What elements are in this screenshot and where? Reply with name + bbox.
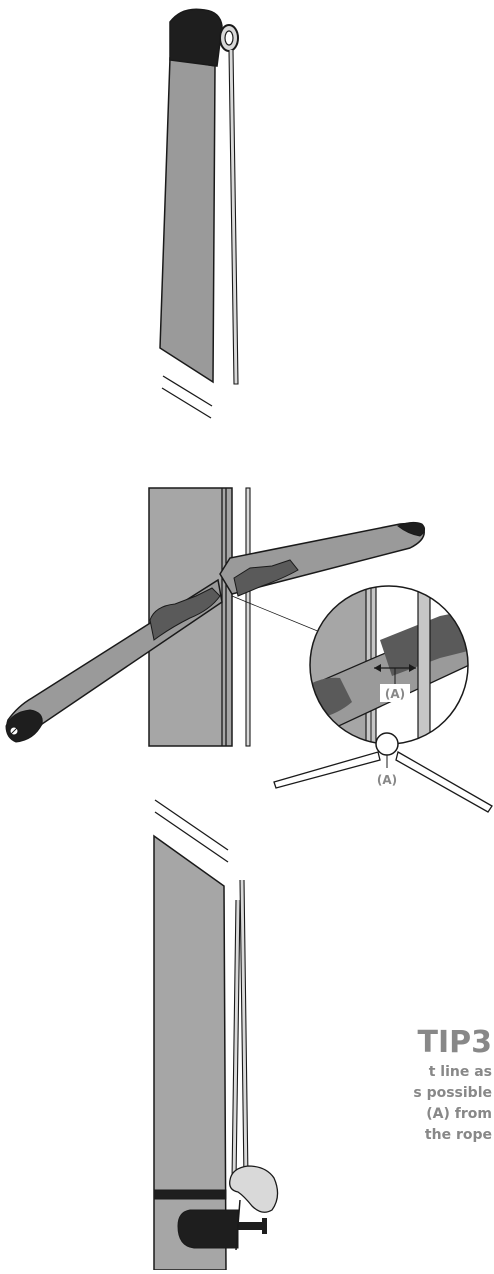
inset-callout-label: (A) bbox=[385, 687, 405, 701]
step3-illustration bbox=[153, 799, 279, 1271]
tip-block: TIP3 t line as s possible (A) from the r… bbox=[413, 1025, 492, 1143]
rope bbox=[228, 49, 239, 385]
batten-pocket bbox=[233, 559, 299, 597]
tip-line: the rope bbox=[425, 1127, 492, 1143]
shape-diagram: (A) bbox=[273, 732, 493, 813]
rope bbox=[231, 899, 241, 1181]
shape-callout-label: (A) bbox=[377, 773, 397, 787]
tip-title: TIP3 bbox=[418, 1025, 493, 1060]
rope bbox=[239, 879, 249, 1181]
motion-mark bbox=[162, 375, 213, 407]
batten-pocket bbox=[149, 587, 221, 641]
motion-mark bbox=[161, 387, 212, 419]
bolt-icon bbox=[238, 1222, 262, 1230]
shape-arm-left bbox=[273, 751, 381, 789]
mast-band bbox=[153, 1189, 227, 1200]
head-cap bbox=[169, 8, 223, 67]
step2-illustration: (A) bbox=[5, 487, 469, 747]
detail-inset: (A) bbox=[309, 585, 469, 745]
shape-center-ring bbox=[375, 732, 399, 756]
spar-end-cap bbox=[397, 521, 426, 537]
tip-line: (A) from bbox=[426, 1106, 492, 1122]
rope bbox=[245, 487, 251, 747]
step1-illustration bbox=[159, 8, 239, 419]
motion-mark bbox=[154, 799, 229, 851]
tip-line: t line as bbox=[429, 1064, 492, 1080]
shape-arm-right bbox=[395, 751, 493, 813]
tip-line: s possible bbox=[413, 1085, 492, 1101]
sail-panel bbox=[159, 57, 216, 384]
rope-loop bbox=[229, 1165, 279, 1213]
mast-lower bbox=[153, 834, 227, 1271]
motion-mark bbox=[154, 811, 229, 863]
clamp bbox=[177, 1209, 239, 1249]
